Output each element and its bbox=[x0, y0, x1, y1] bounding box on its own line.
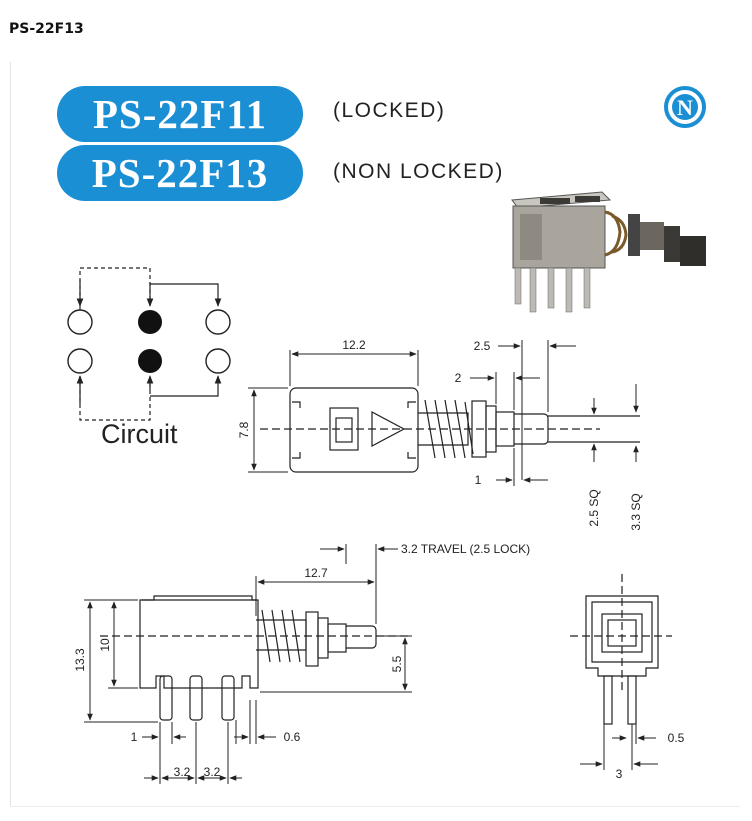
dim-front-pin-thickness: 0.5 bbox=[668, 731, 685, 745]
terminal-open bbox=[205, 309, 231, 335]
dim-travel: 3.2 TRAVEL (2.5 LOCK) bbox=[401, 542, 530, 556]
terminal-open bbox=[205, 348, 231, 374]
circuit-label: Circuit bbox=[101, 419, 178, 449]
switch-product-image bbox=[511, 191, 706, 313]
dim-pitch-b: 2 bbox=[455, 371, 462, 385]
dim-gap: 1 bbox=[475, 473, 482, 487]
dim-pitch-2: 3.2 bbox=[204, 765, 221, 779]
dim-body-height: 10 bbox=[98, 638, 112, 652]
dim-top-length: 12.2 bbox=[342, 338, 366, 352]
frame-divider-bottom bbox=[10, 806, 740, 807]
front-view-dimensions bbox=[580, 724, 658, 770]
dim-square-a: 2.5 SQ bbox=[587, 489, 601, 526]
circuit-diagram bbox=[76, 267, 222, 421]
dim-top-height: 7.8 bbox=[237, 421, 251, 438]
dim-axis-height: 5.5 bbox=[390, 655, 404, 672]
dim-pitch-1: 3.2 bbox=[174, 765, 191, 779]
model-type-non-locked: (NON LOCKED) bbox=[333, 160, 504, 183]
dim-pin-thickness: 0.6 bbox=[284, 730, 301, 744]
terminal-open bbox=[67, 348, 93, 374]
model-badge-locked: PS-22F11 bbox=[57, 86, 303, 142]
side-view-drawing bbox=[100, 595, 410, 721]
top-view-drawing bbox=[260, 387, 640, 473]
brand-logo: N bbox=[664, 86, 706, 128]
side-view-dimensions bbox=[84, 544, 412, 784]
terminal-open bbox=[67, 309, 93, 335]
front-view-drawing bbox=[570, 574, 672, 725]
frame-divider bbox=[10, 62, 11, 807]
dim-pin-width: 1 bbox=[131, 730, 138, 744]
dim-pitch-a: 2.5 bbox=[474, 339, 491, 353]
dim-square-b: 3.3 SQ bbox=[629, 493, 643, 530]
page-title: PS-22F13 bbox=[9, 21, 84, 37]
dim-total-height: 13.3 bbox=[73, 648, 87, 672]
terminal-common bbox=[138, 310, 162, 334]
model-badge-non-locked: PS-22F13 bbox=[57, 145, 303, 201]
terminal-common bbox=[138, 349, 162, 373]
model-type-locked: (LOCKED) bbox=[333, 99, 446, 122]
dim-side-length: 12.7 bbox=[304, 566, 328, 580]
top-view-dimensions bbox=[248, 340, 639, 486]
dim-pin-spacing: 3 bbox=[616, 767, 623, 781]
logo-letter: N bbox=[677, 95, 693, 120]
